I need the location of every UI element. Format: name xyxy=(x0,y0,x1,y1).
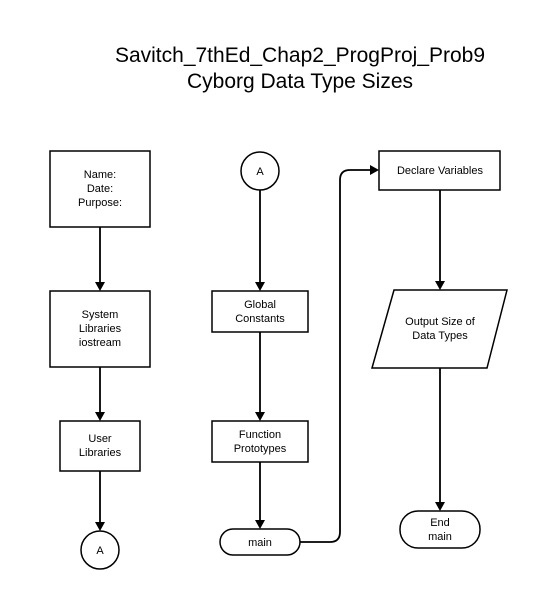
system-libraries-line-3: iostream xyxy=(79,337,121,349)
connector-in-label: A xyxy=(256,166,264,178)
output-sizes-line-1: Output Size of xyxy=(405,316,476,328)
arrowhead xyxy=(95,522,105,531)
arrowhead xyxy=(435,281,445,290)
terminator xyxy=(219,528,301,556)
node-function-prototypes: Function Prototypes xyxy=(211,420,309,463)
process-box xyxy=(211,290,309,333)
node-output-sizes: Output Size of Data Types xyxy=(371,289,508,369)
io-parallelogram xyxy=(371,289,508,369)
node-declare-variables: Declare Variables xyxy=(378,150,501,191)
process-box xyxy=(211,420,309,463)
node-system-libraries: System Libraries iostream xyxy=(49,290,151,368)
edges xyxy=(95,165,445,543)
diagram-title-line-1: Savitch_7thEd_Chap2_ProgProj_Prob9 xyxy=(115,44,485,67)
user-libraries-line-2: Libraries xyxy=(79,447,122,459)
arrowhead xyxy=(95,282,105,291)
output-sizes-line-2: Data Types xyxy=(412,330,468,342)
process-box xyxy=(378,150,501,191)
end-main-line-1: End xyxy=(430,517,450,529)
user-libraries-line-1: User xyxy=(88,433,112,445)
node-connector-out: A xyxy=(80,530,120,570)
arrowhead xyxy=(255,520,265,529)
function-prototypes-line-2: Prototypes xyxy=(234,443,287,455)
edge-main-to-declare-variables xyxy=(300,169,371,543)
global-constants-line-2: Constants xyxy=(235,313,285,325)
function-prototypes-line-1: Function xyxy=(239,429,281,441)
arrowhead xyxy=(435,502,445,511)
header-name-label: Name: xyxy=(84,169,116,181)
connector-out-label: A xyxy=(96,545,104,557)
process-box xyxy=(49,150,151,228)
main-start-label: main xyxy=(248,537,272,549)
node-global-constants: Global Constants xyxy=(211,290,309,333)
off-page-connector xyxy=(240,151,280,191)
node-main-start: main xyxy=(219,528,301,556)
node-header-block: Name: Date: Purpose: xyxy=(49,150,151,228)
node-connector-in: A xyxy=(240,151,280,191)
global-constants-line-1: Global xyxy=(244,299,276,311)
node-end-main: End main xyxy=(399,510,481,549)
diagram-title-line-2: Cyborg Data Type Sizes xyxy=(187,70,413,93)
node-user-libraries: User Libraries xyxy=(59,420,141,472)
terminator xyxy=(399,510,481,549)
process-box xyxy=(49,290,151,368)
end-main-line-2: main xyxy=(428,531,452,543)
header-purpose-label: Purpose: xyxy=(78,197,122,209)
header-date-label: Date: xyxy=(87,183,113,195)
system-libraries-line-1: System xyxy=(82,309,119,321)
arrowhead xyxy=(255,282,265,291)
arrowhead xyxy=(95,412,105,421)
system-libraries-line-2: Libraries xyxy=(79,323,122,335)
off-page-connector xyxy=(80,530,120,570)
arrowhead xyxy=(370,165,379,175)
arrowhead xyxy=(255,412,265,421)
declare-variables-label: Declare Variables xyxy=(397,165,484,177)
process-box xyxy=(59,420,141,472)
